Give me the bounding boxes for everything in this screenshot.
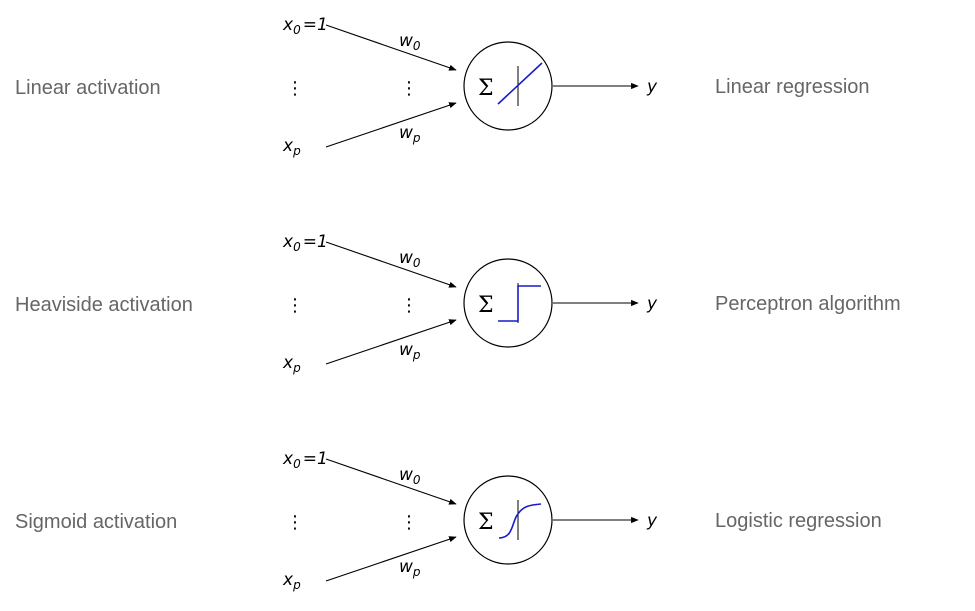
input-x0-label: x0=1: [282, 232, 328, 254]
weight-w0-subscript: 0: [413, 39, 421, 53]
weight-wp-subscript: p: [412, 348, 421, 362]
input-xp-label: xp: [282, 570, 301, 592]
input-x0-label: x0=1: [282, 15, 328, 37]
neuron-node: [463, 258, 553, 348]
input-xp-edge: [325, 102, 457, 148]
input-x0-subscript: 0: [293, 240, 301, 254]
method-label: Linear regression: [715, 76, 870, 98]
inputs-ellipsis: ⋮: [286, 512, 304, 533]
input-x0-edge: [325, 241, 457, 288]
input-x0-value: =1: [303, 15, 328, 35]
output-y-label: y: [646, 294, 658, 314]
input-x0-subscript: 0: [293, 457, 301, 471]
weights-ellipsis: ⋮: [400, 512, 418, 533]
input-xp-edge: [325, 536, 457, 582]
weights-ellipsis: ⋮: [400, 78, 418, 99]
neuron-node: [463, 41, 553, 131]
method-label: Logistic regression: [715, 510, 882, 532]
input-xp-subscript: p: [292, 578, 301, 592]
weight-w0-subscript: 0: [413, 473, 421, 487]
weight-wp-label: wp: [399, 340, 421, 362]
input-x0-value: =1: [303, 449, 328, 469]
weights-ellipsis: ⋮: [400, 295, 418, 316]
activation-label: Heaviside activation: [15, 294, 193, 316]
input-xp-subscript: p: [292, 144, 301, 158]
weight-wp-label: wp: [399, 123, 421, 145]
method-label: Perceptron algorithm: [715, 293, 901, 315]
activation-curve-heaviside: [498, 285, 541, 322]
weight-wp-subscript: p: [412, 131, 421, 145]
activation-curve-linear: [497, 62, 543, 105]
input-x0-edge: [325, 458, 457, 505]
weight-w0-label: w0: [399, 465, 421, 487]
output-y-label: y: [646, 77, 658, 97]
weight-wp-label: wp: [399, 557, 421, 579]
input-xp-label: xp: [282, 136, 301, 158]
input-xp-edge: [325, 319, 457, 365]
weight-w0-subscript: 0: [413, 256, 421, 270]
weight-w0-label: w0: [399, 248, 421, 270]
input-x0-label: x0=1: [282, 449, 328, 471]
weight-wp-subscript: p: [412, 565, 421, 579]
neuron-node: [463, 475, 553, 565]
sum-symbol: Σ: [478, 293, 494, 318]
input-x0-subscript: 0: [293, 23, 301, 37]
weight-w0-label: w0: [399, 31, 421, 53]
output-y-label: y: [646, 511, 658, 531]
input-x0-value: =1: [303, 232, 328, 252]
input-xp-label: xp: [282, 353, 301, 375]
input-xp-subscript: p: [292, 361, 301, 375]
activation-label: Linear activation: [15, 77, 161, 99]
activation-label: Sigmoid activation: [15, 511, 177, 533]
input-x0-edge: [325, 24, 457, 71]
sum-symbol: Σ: [478, 510, 494, 535]
activation-curve-sigmoid: [498, 503, 542, 539]
inputs-ellipsis: ⋮: [286, 295, 304, 316]
inputs-ellipsis: ⋮: [286, 78, 304, 99]
sum-symbol: Σ: [478, 76, 494, 101]
